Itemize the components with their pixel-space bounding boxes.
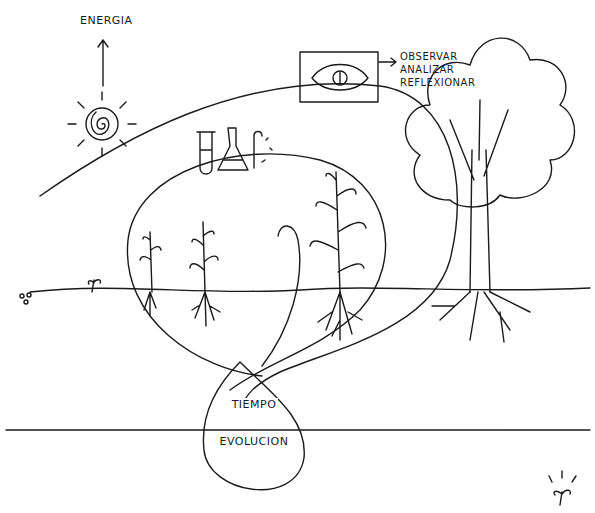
handwritten-label: ENERGIA [80, 14, 160, 27]
loop-text: EVOLUCION [198, 435, 310, 448]
loop-text: TIEMPO [198, 398, 310, 411]
handwritten-word: EVOLUCION [218, 435, 291, 448]
time-loop: TIEMPO EVOLUCION [198, 362, 310, 505]
loop-outline [198, 362, 310, 505]
handwritten-label: OBSERVAR ANALIZAR REFLEXIONAR [400, 50, 490, 89]
handwritten-word: TIEMPO [230, 398, 279, 411]
